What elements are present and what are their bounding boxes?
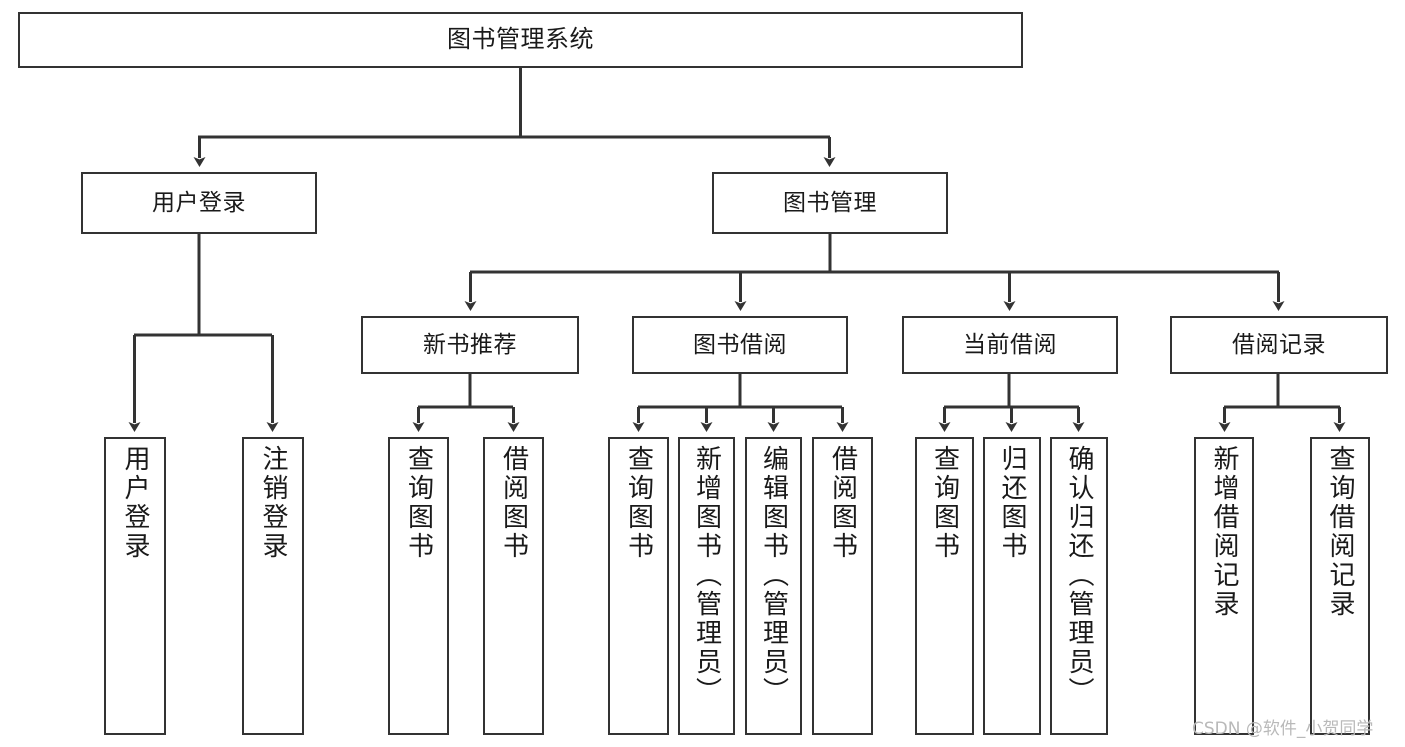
node-leaf-8[interactable]: 借阅图书: [812, 437, 873, 735]
node-level2-2[interactable]: 图书管理: [712, 172, 948, 234]
node-leaf-12-label: 新增借阅记录: [1209, 445, 1239, 619]
node-root[interactable]: 图书管理系统: [18, 12, 1023, 68]
node-leaf-4-label: 借阅图书: [498, 445, 529, 561]
node-leaf-10[interactable]: 归还图书: [983, 437, 1041, 735]
node-leaf-1-label: 用户登录: [120, 445, 150, 561]
node-level3-1-label: 新书推荐: [423, 331, 517, 358]
node-leaf-1[interactable]: 用户登录: [104, 437, 166, 735]
node-leaf-6[interactable]: 新增图书（管理员）: [678, 437, 735, 735]
node-root-label: 图书管理系统: [447, 25, 594, 54]
node-leaf-13-label: 查询借阅记录: [1325, 445, 1355, 619]
node-leaf-2[interactable]: 注销登录: [242, 437, 304, 735]
node-leaf-11[interactable]: 确认归还（管理员）: [1050, 437, 1108, 735]
node-level3-2-label: 图书借阅: [693, 331, 787, 358]
node-level3-1[interactable]: 新书推荐: [361, 316, 579, 374]
node-leaf-3-label: 查询图书: [403, 445, 434, 561]
node-leaf-3[interactable]: 查询图书: [388, 437, 449, 735]
node-leaf-6-label: 新增图书（管理员）: [691, 445, 722, 706]
node-level2-2-label: 图书管理: [783, 189, 877, 216]
node-leaf-9[interactable]: 查询图书: [915, 437, 974, 735]
node-level3-2[interactable]: 图书借阅: [632, 316, 848, 374]
node-level3-4-label: 借阅记录: [1232, 331, 1326, 358]
node-level3-4[interactable]: 借阅记录: [1170, 316, 1388, 374]
node-leaf-12[interactable]: 新增借阅记录: [1194, 437, 1254, 735]
node-level3-3[interactable]: 当前借阅: [902, 316, 1118, 374]
node-leaf-5-label: 查询图书: [623, 445, 654, 561]
csdn-watermark: CSDN @软件_小贺同学: [1192, 719, 1374, 739]
node-leaf-8-label: 借阅图书: [827, 445, 858, 561]
node-leaf-7-label: 编辑图书（管理员）: [758, 445, 789, 706]
node-leaf-2-label: 注销登录: [258, 445, 288, 561]
node-level2-1-label: 用户登录: [152, 189, 246, 216]
node-leaf-9-label: 查询图书: [929, 445, 960, 561]
node-leaf-10-label: 归还图书: [997, 445, 1027, 561]
node-level3-3-label: 当前借阅: [963, 331, 1057, 358]
node-leaf-7[interactable]: 编辑图书（管理员）: [745, 437, 802, 735]
node-level2-1[interactable]: 用户登录: [81, 172, 317, 234]
node-leaf-11-label: 确认归还（管理员）: [1064, 445, 1094, 706]
node-leaf-13[interactable]: 查询借阅记录: [1310, 437, 1370, 735]
node-leaf-4[interactable]: 借阅图书: [483, 437, 544, 735]
node-leaf-5[interactable]: 查询图书: [608, 437, 669, 735]
